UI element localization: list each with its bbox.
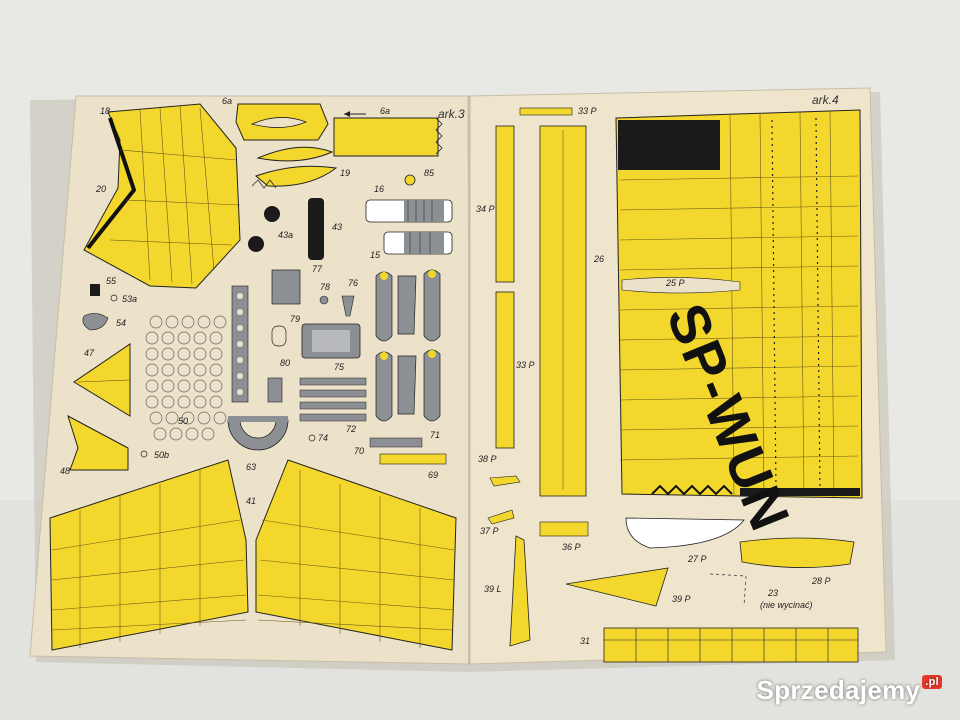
label-70: 70 xyxy=(354,446,364,456)
part-16 xyxy=(365,199,453,223)
part-27p xyxy=(625,517,745,549)
part-41-wing-left xyxy=(49,459,249,651)
label-36p: 36 P xyxy=(562,542,581,552)
part-76 xyxy=(341,295,355,317)
label-39p: 39 P xyxy=(672,594,691,604)
part-75-inner xyxy=(312,330,350,352)
label-31: 31 xyxy=(580,636,590,646)
label-47: 47 xyxy=(84,348,95,358)
label-43a: 43a xyxy=(278,230,293,240)
label-19: 19 xyxy=(340,168,350,178)
part-43a-disc-2 xyxy=(248,236,264,252)
label-71: 71 xyxy=(430,430,440,440)
part-72-bars xyxy=(299,377,367,422)
label-37p: 37 P xyxy=(480,526,499,536)
part-33p-top-strip xyxy=(519,107,573,116)
label-55: 55 xyxy=(106,276,117,286)
label-63: 63 xyxy=(246,462,256,472)
label-6a: 6a xyxy=(222,96,232,106)
label-75: 75 xyxy=(334,362,345,372)
label-54: 54 xyxy=(116,318,126,328)
label-38p: 38 P xyxy=(478,454,497,464)
part-43 xyxy=(308,198,324,260)
label-15: 15 xyxy=(370,250,381,260)
label-50b: 50b xyxy=(154,450,169,460)
part-23-dashed xyxy=(709,573,747,607)
label-69: 69 xyxy=(428,470,438,480)
label-25p: 25 P xyxy=(665,278,685,288)
label-41: 41 xyxy=(246,496,256,506)
watermark-text: Sprzedajemy xyxy=(756,675,921,705)
label-53a: 53a xyxy=(122,294,137,304)
part-37p xyxy=(487,509,515,525)
part-74 xyxy=(308,434,316,442)
part-39p xyxy=(565,567,669,607)
part-25p-main-panel xyxy=(615,109,863,499)
part-80 xyxy=(267,377,283,403)
label-76: 76 xyxy=(348,278,358,288)
part-28p xyxy=(739,537,855,568)
label-39l: 39 L xyxy=(484,584,502,594)
watermark-suffix: .pl xyxy=(922,675,942,689)
label-26: 26 xyxy=(593,254,604,264)
part-50b xyxy=(140,450,148,458)
label-20: 20 xyxy=(95,184,106,194)
part-41-wing-right xyxy=(255,459,457,651)
label-74: 74 xyxy=(318,433,328,443)
part-54 xyxy=(82,313,109,331)
part-33p xyxy=(495,291,515,449)
label-27p: 27 P xyxy=(687,554,707,564)
part-50-circle-grid xyxy=(145,315,227,441)
part-53a xyxy=(110,294,118,302)
label-48: 48 xyxy=(60,466,70,476)
part-36p xyxy=(539,521,589,537)
part-55 xyxy=(90,284,100,296)
sheet-label-left: ark.3 xyxy=(438,107,465,121)
sheet-label-right: ark.4 xyxy=(812,93,839,107)
part-15 xyxy=(383,231,453,255)
part-79 xyxy=(271,325,287,347)
part-fuselage-chevron xyxy=(83,103,241,289)
part-78 xyxy=(319,295,329,305)
label-50: 50 xyxy=(178,416,188,426)
part-gray-ladder-strip xyxy=(231,285,249,403)
label-43: 43 xyxy=(332,222,342,232)
label-77: 77 xyxy=(312,264,323,274)
label-23-note: (nie wycinać) xyxy=(760,600,813,610)
label-33p: 33 P xyxy=(516,360,535,370)
label-6: 6a xyxy=(380,106,390,116)
label-34p: 34 P xyxy=(476,204,495,214)
part-43a-disc-1 xyxy=(264,206,280,222)
part-39l xyxy=(509,535,531,647)
label-23: 23 xyxy=(767,588,778,598)
part-6a-top xyxy=(235,103,329,141)
label-18: 18 xyxy=(100,106,110,116)
part-47-fold xyxy=(77,379,131,383)
part-85 xyxy=(404,174,416,186)
watermark: Sprzedajemy.pl xyxy=(757,675,942,706)
label-28p: 28 P xyxy=(811,576,831,586)
part-48 xyxy=(67,414,129,471)
part-34p xyxy=(495,125,515,283)
part-69 xyxy=(379,453,447,465)
part-70 xyxy=(369,437,423,448)
label-33p-top: 33 P xyxy=(578,106,597,116)
part-63-top xyxy=(228,416,288,422)
part-6-rect xyxy=(333,111,443,157)
part-63 xyxy=(227,419,289,451)
part-31-strip xyxy=(603,627,859,663)
part-19 xyxy=(251,146,338,189)
label-79: 79 xyxy=(290,314,300,324)
part-38p xyxy=(489,475,521,487)
label-16: 16 xyxy=(374,184,384,194)
part-71-propeller-blades xyxy=(375,269,441,422)
label-72: 72 xyxy=(346,424,356,434)
part-77 xyxy=(271,269,301,305)
label-78: 78 xyxy=(320,282,330,292)
label-85: 85 xyxy=(424,168,435,178)
label-80: 80 xyxy=(280,358,290,368)
